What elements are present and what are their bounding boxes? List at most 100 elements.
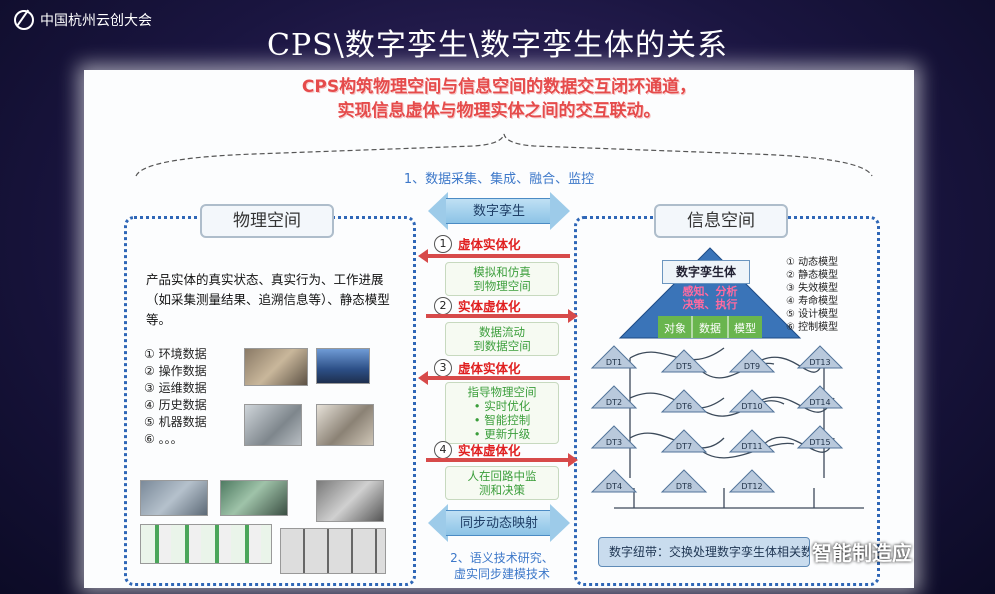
guidance-box: 指导物理空间 • 实时优化 • 智能控制 • 更新升级 xyxy=(445,382,559,444)
list-item: ③ 运维数据 xyxy=(144,381,207,395)
list-item: ② 操作数据 xyxy=(144,364,207,378)
wind-turbine-photo xyxy=(316,348,370,384)
dt-node: DT6 xyxy=(660,389,708,413)
arrow-right-head xyxy=(550,504,570,542)
list-item: ② 静态模型 xyxy=(786,270,839,281)
sync-mapping-arrow: 同步动态映射 xyxy=(428,504,570,542)
dt-node-label: DT2 xyxy=(606,398,622,407)
dt-node: DT15 xyxy=(796,425,844,449)
flow-arrow-right xyxy=(426,453,578,467)
model-list: ① 动态模型 ② 静态模型 ③ 失效模型 ④ 寿命模型 ⑤ 设计模型 ⑥ 控制模… xyxy=(786,256,838,334)
factory-photo xyxy=(244,348,308,386)
pyramid-words-1: 感知、分析 xyxy=(683,284,738,298)
box-line: 测和决策 xyxy=(479,483,525,497)
dt-node-shape xyxy=(660,429,708,453)
dt-node-shape xyxy=(796,385,844,409)
monitoring-box: 人在回路中监 测和决策 xyxy=(445,466,559,500)
step-2: 2 实体虚体化 xyxy=(434,296,521,315)
physical-description: 产品实体的真实状态、真实行为、工作进展（如采集测量结果、追溯信息等）、静态模型等… xyxy=(146,272,390,327)
box-line: • 智能控制 xyxy=(473,413,531,427)
step-label: 虚体实体化 xyxy=(458,361,521,376)
list-item: ① 动态模型 xyxy=(786,257,839,268)
cell-model: 模型 xyxy=(734,321,756,335)
cell-object: 对象 xyxy=(664,321,686,335)
dt-node-shape xyxy=(728,349,776,373)
parts-photo xyxy=(280,528,386,574)
digital-twin-arrow: 数字孪生 xyxy=(428,192,570,230)
dt-node: DT11 xyxy=(728,429,776,453)
dt-node: DT2 xyxy=(590,385,638,409)
list-item: ④ 寿命模型 xyxy=(786,296,839,307)
subtitle-line-1: CPS构筑物理空间与信息空间的数据交互闭环通道， xyxy=(301,77,697,97)
production-line-photo xyxy=(140,480,208,516)
slide-title: CPS\数字孪生\数字孪生体的关系 xyxy=(267,28,728,63)
dt-node-label: DT7 xyxy=(676,442,692,451)
top-step-label: 1、数据采集、集成、融合、监控 xyxy=(403,172,595,187)
box-line: 到物理空间 xyxy=(473,279,531,293)
dt-node: DT4 xyxy=(590,469,638,493)
dt-node-shape xyxy=(728,429,776,453)
step-line: 虚实同步建模技术 xyxy=(453,567,550,581)
dt-node-shape xyxy=(728,389,776,413)
digital-twin-label: 数字孪生体 xyxy=(662,260,750,284)
dt-node: DT13 xyxy=(796,345,844,369)
dt-node-label: DT4 xyxy=(606,482,622,491)
dt-node-label: DT11 xyxy=(741,442,762,451)
dt-node-shape xyxy=(590,425,638,449)
list-item: ⑥ 控制模型 xyxy=(786,322,839,333)
step-line: 2、语义技术研究、 xyxy=(450,551,554,565)
digital-thread-bar: 数字纽带：交换处理数字孪生体相关数据 xyxy=(598,537,810,567)
box-line: • 实时优化 xyxy=(473,399,531,413)
step-label: 虚体实体化 xyxy=(458,237,521,252)
dt-node-label: DT12 xyxy=(741,482,762,491)
dt-node: DT5 xyxy=(660,349,708,373)
logo-icon xyxy=(14,10,34,30)
list-item: ③ 失效模型 xyxy=(786,283,839,294)
flow-arrow-left xyxy=(418,249,570,263)
dt-node-shape xyxy=(590,469,638,493)
workshop-photo xyxy=(220,480,288,516)
dt-node-label: DT8 xyxy=(676,482,692,491)
logo-text: 中国杭州云创大会 xyxy=(40,13,152,29)
step-number: 1 xyxy=(434,234,452,253)
data-flow-box: 数据流动 到数据空间 xyxy=(445,322,559,356)
box-line: 数据流动 xyxy=(479,325,525,339)
dt-node-shape xyxy=(590,385,638,409)
box-line: 模拟和仿真 xyxy=(473,265,531,279)
dt-node: DT10 xyxy=(728,389,776,413)
box-line: • 更新升级 xyxy=(473,427,531,441)
brand-logo: 中国杭州云创大会 xyxy=(14,10,152,30)
dt-node: DT9 xyxy=(728,349,776,373)
dt-node-label: DT1 xyxy=(606,358,622,367)
list-item: ⑤ 机器数据 xyxy=(144,415,207,429)
twin-pyramid: 感知、分析 决策、执行 对象 数据 模型 xyxy=(618,247,802,339)
step-number: 2 xyxy=(434,296,452,315)
box-line: 人在回路中监 xyxy=(467,469,537,483)
top-brace xyxy=(135,133,873,177)
step-label: 实体虚体化 xyxy=(458,299,521,314)
dt-node-shape xyxy=(728,469,776,493)
step-1: 1 虚体实体化 xyxy=(434,234,521,253)
dt-node-shape xyxy=(796,345,844,369)
physical-data-list: ① 环境数据 ② 操作数据 ③ 运维数据 ④ 历史数据 ⑤ 机器数据 ⑥ 。。。 xyxy=(144,346,207,448)
dt-node-label: DT10 xyxy=(741,402,762,411)
dt-node-label: DT3 xyxy=(606,438,622,447)
step-number: 3 xyxy=(434,358,452,377)
physical-space-title: 物理空间 xyxy=(200,204,334,238)
list-item: ④ 历史数据 xyxy=(144,398,207,412)
simulation-box: 模拟和仿真 到物理空间 xyxy=(445,262,559,296)
machinery-photo xyxy=(316,480,384,522)
dt-node: DT7 xyxy=(660,429,708,453)
subtitle-line-2: 实现信息虚体与物理实体之间的交互联动。 xyxy=(337,101,661,121)
sync-mapping-label: 同步动态映射 xyxy=(446,510,552,536)
dt-node-label: DT6 xyxy=(676,402,692,411)
dt-node-label: DT14 xyxy=(809,398,830,407)
dt-node: DT3 xyxy=(590,425,638,449)
server-cabinet-photo xyxy=(244,404,302,446)
dt-node-label: DT5 xyxy=(676,362,692,371)
info-space-title: 信息空间 xyxy=(654,204,788,238)
dt-node-shape xyxy=(796,425,844,449)
list-item: ⑤ 设计模型 xyxy=(786,309,839,320)
arrow-left-head xyxy=(428,504,448,542)
